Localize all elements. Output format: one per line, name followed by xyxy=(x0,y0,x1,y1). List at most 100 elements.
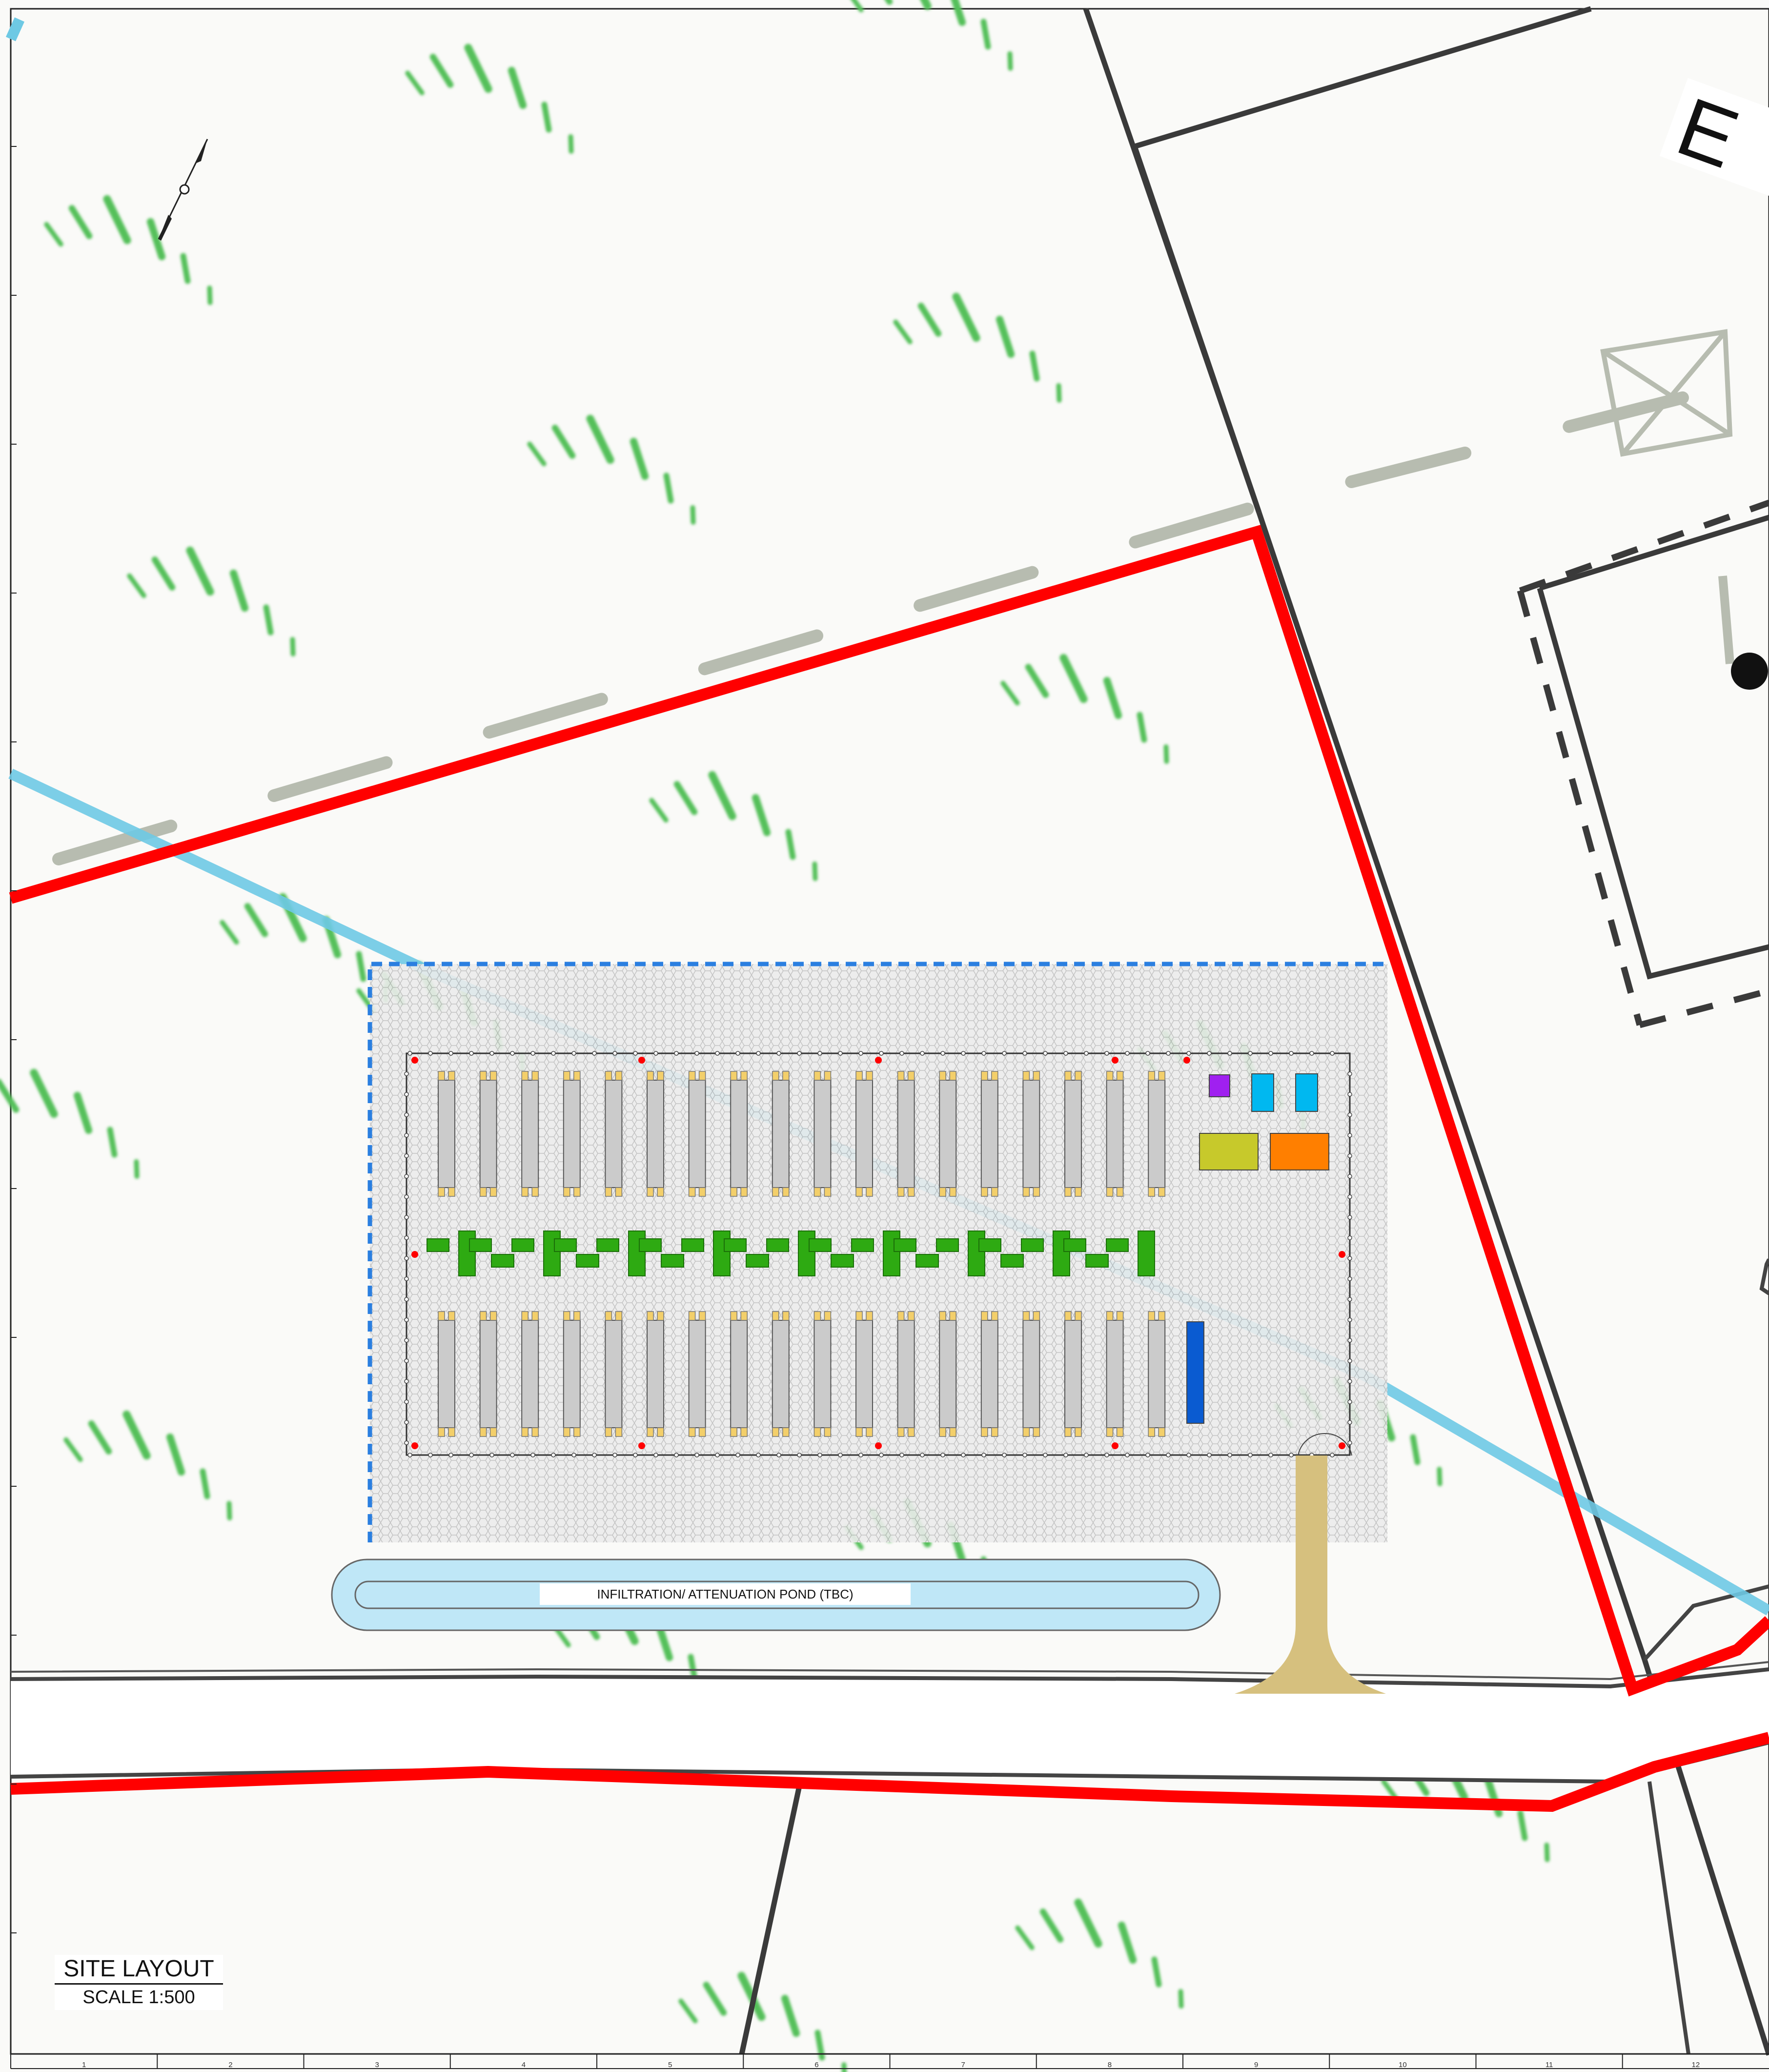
inverter-2 xyxy=(469,1238,514,1268)
battery-unit-bottom-4 xyxy=(563,1311,581,1437)
pylon-symbol xyxy=(1600,329,1733,457)
battery-unit-top-7 xyxy=(688,1071,706,1197)
cctv-points xyxy=(411,1057,1345,1449)
battery-unit-bottom-6 xyxy=(647,1311,664,1437)
battery-unit-bottom-2 xyxy=(479,1311,497,1437)
battery-unit-bottom-8 xyxy=(730,1311,748,1437)
grid-ref-8: 8 xyxy=(1107,2061,1112,2069)
road xyxy=(10,1258,1769,2054)
inverter-8 xyxy=(724,1238,769,1268)
battery-unit-bottom-12 xyxy=(897,1311,915,1437)
battery-unit-top-1 xyxy=(438,1071,455,1197)
perimeter-fence-posts xyxy=(404,1051,1352,1457)
battery-units xyxy=(438,1071,1166,1437)
battery-unit-bottom-18 xyxy=(1148,1311,1166,1437)
site-boundary xyxy=(9,525,1769,1697)
battery-unit-bottom-10 xyxy=(813,1311,832,1437)
grid-ref-9: 9 xyxy=(1254,2061,1259,2069)
grass-tuft xyxy=(1015,1898,1184,2009)
grass-tuft xyxy=(844,0,1013,71)
grid-ref-4: 4 xyxy=(521,2061,526,2069)
battery-unit-top-8 xyxy=(730,1071,748,1197)
battery-unit-top-9 xyxy=(772,1071,790,1197)
inverter-17 xyxy=(1106,1231,1155,1276)
grass-tuft xyxy=(649,771,818,881)
grid-ref-7: 7 xyxy=(961,2061,965,2069)
grid-reference-strip xyxy=(10,146,1769,2069)
battery-unit-bottom-13 xyxy=(939,1311,957,1437)
access-track xyxy=(1235,1456,1386,1694)
battery-unit-top-14 xyxy=(980,1071,998,1197)
battery-unit-top-16 xyxy=(1064,1071,1082,1197)
battery-unit-bottom-14 xyxy=(980,1311,998,1437)
battery-unit-bottom-16 xyxy=(1064,1311,1082,1437)
inverter-10 xyxy=(809,1238,854,1268)
grass-tuft xyxy=(527,414,696,525)
aux-unit-cyan-2 xyxy=(1295,1073,1318,1112)
site-boundary-south xyxy=(10,1732,1769,1812)
battery-unit-top-3 xyxy=(521,1071,539,1197)
grid-ref-11: 11 xyxy=(1545,2061,1553,2069)
inverter-9 xyxy=(766,1231,815,1276)
battery-unit-bottom-9 xyxy=(772,1311,790,1437)
transformer-orange xyxy=(1270,1133,1329,1170)
grass-tuft xyxy=(405,43,574,154)
grid-ref-10: 10 xyxy=(1399,2061,1407,2069)
battery-unit-top-5 xyxy=(605,1071,623,1197)
battery-unit-top-2 xyxy=(479,1071,497,1197)
battery-unit-bottom-7 xyxy=(688,1311,706,1437)
grid-ref-12: 12 xyxy=(1691,2061,1700,2069)
inverter-12 xyxy=(894,1238,939,1268)
drawing-scale: SCALE 1:500 xyxy=(82,1987,195,2008)
battery-unit-bottom-15 xyxy=(1022,1311,1040,1437)
inverter-14 xyxy=(978,1238,1024,1268)
inverter-3 xyxy=(511,1231,561,1276)
inverter-4 xyxy=(554,1238,599,1268)
grass-tuft xyxy=(63,1410,232,1520)
inverter-units xyxy=(427,1231,1155,1276)
site-gate xyxy=(1298,1433,1352,1456)
battery-unit-top-15 xyxy=(1022,1071,1040,1197)
transformer-olive xyxy=(1199,1133,1259,1170)
bess-compound xyxy=(367,962,1387,1542)
grid-ref-1: 1 xyxy=(81,2061,86,2069)
battery-unit-top-13 xyxy=(939,1071,957,1197)
grass-tuft xyxy=(127,546,296,656)
inverter-13 xyxy=(936,1231,985,1276)
existing-compound xyxy=(1517,499,1769,1028)
north-arrow-icon xyxy=(158,139,208,241)
drawing-title: SITE LAYOUT xyxy=(55,1955,223,1985)
grass-tuft xyxy=(0,1068,140,1179)
aux-unit-purple xyxy=(1209,1074,1230,1097)
inverter-6 xyxy=(639,1238,684,1268)
overhead-line xyxy=(52,369,1769,865)
battery-unit-top-17 xyxy=(1106,1071,1124,1197)
aux-unit-cyan-1 xyxy=(1251,1073,1274,1112)
switchgear-blue xyxy=(1186,1321,1204,1424)
battery-unit-bottom-11 xyxy=(855,1311,873,1437)
pond-label: INFILTRATION/ ATTENUATION POND (TBC) xyxy=(540,1583,911,1605)
title-block: SITE LAYOUT SCALE 1:500 xyxy=(55,1955,223,2010)
battery-unit-bottom-1 xyxy=(438,1311,455,1437)
battery-unit-bottom-3 xyxy=(521,1311,539,1437)
grass-tuft xyxy=(893,292,1062,403)
auxiliary-equipment xyxy=(1186,1073,1329,1424)
battery-unit-bottom-5 xyxy=(605,1311,623,1437)
grid-ref-2: 2 xyxy=(228,2061,233,2069)
grid-ref-6: 6 xyxy=(814,2061,819,2069)
battery-unit-top-11 xyxy=(855,1071,873,1197)
grass-tuft xyxy=(1000,654,1169,764)
grass-tuft xyxy=(44,195,213,305)
battery-unit-top-10 xyxy=(813,1071,832,1197)
grid-ref-5: 5 xyxy=(668,2061,672,2069)
battery-unit-bottom-17 xyxy=(1106,1311,1124,1437)
inverter-16 xyxy=(1063,1238,1109,1268)
battery-unit-top-12 xyxy=(897,1071,915,1197)
grid-ref-3: 3 xyxy=(375,2061,379,2069)
battery-unit-top-18 xyxy=(1148,1071,1166,1197)
battery-unit-top-4 xyxy=(563,1071,581,1197)
grass-tuft xyxy=(678,1971,847,2072)
battery-unit-top-6 xyxy=(647,1071,664,1197)
